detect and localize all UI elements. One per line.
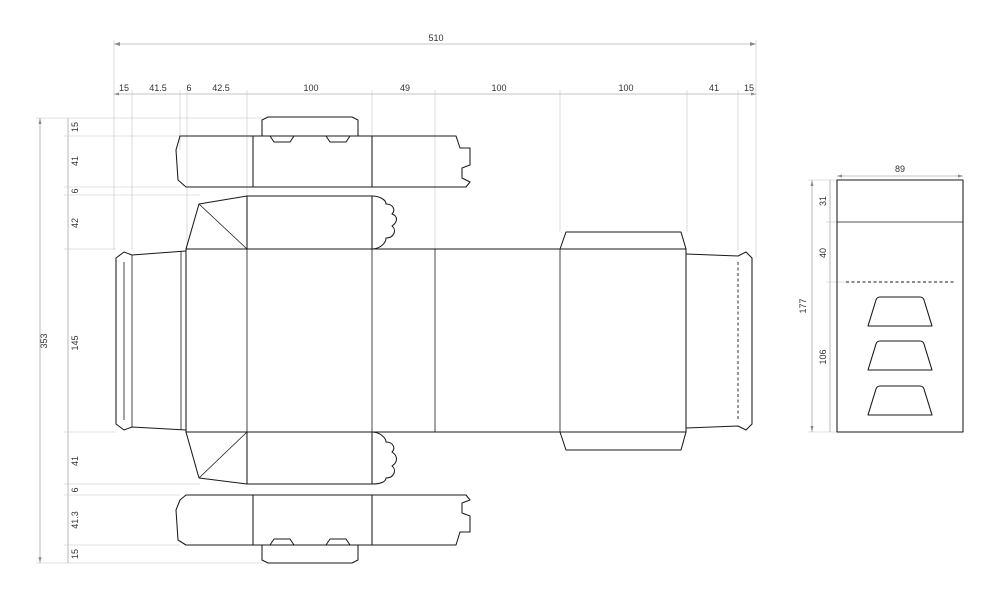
dieline-top-flaps bbox=[175, 116, 471, 250]
width-label-10: 15 bbox=[744, 83, 754, 93]
window-cutout-2 bbox=[867, 340, 933, 371]
height-label-7: 6 bbox=[70, 487, 80, 492]
height-label-6: 41 bbox=[70, 456, 80, 466]
front-height-label: 177 bbox=[798, 298, 808, 313]
width-label-5: 100 bbox=[303, 83, 318, 93]
dieline-body bbox=[115, 231, 753, 451]
width-label-8: 100 bbox=[618, 83, 633, 93]
front-view: 89 177 31 40 106 bbox=[798, 164, 964, 433]
dieline-bottom-flaps bbox=[175, 431, 471, 564]
height-label-2: 41 bbox=[70, 156, 80, 166]
window-cutout-3 bbox=[867, 385, 933, 416]
height-label-1: 15 bbox=[70, 122, 80, 132]
width-label-7: 100 bbox=[491, 83, 506, 93]
height-label-5: 145 bbox=[70, 335, 80, 350]
top-dimensions: 510 15 41.5 6 42.5 100 49 100 100 41 15 bbox=[113, 33, 757, 258]
height-label-4: 42 bbox=[70, 218, 80, 228]
overall-width-label: 510 bbox=[428, 33, 443, 43]
width-label-4: 42.5 bbox=[212, 83, 230, 93]
height-label-3: 6 bbox=[70, 188, 80, 193]
front-segment-label-2: 40 bbox=[818, 248, 828, 258]
front-width-label: 89 bbox=[895, 164, 905, 174]
width-label-2: 41.5 bbox=[149, 83, 167, 93]
overall-height-label: 353 bbox=[39, 333, 49, 348]
window-cutout-1 bbox=[867, 296, 933, 327]
left-dimensions: 353 15 41 6 42 145 41 6 41.3 15 bbox=[36, 117, 262, 564]
front-segment-label-3: 106 bbox=[818, 349, 828, 364]
height-label-9: 15 bbox=[70, 549, 80, 559]
front-segment-label-1: 31 bbox=[818, 196, 828, 206]
width-label-1: 15 bbox=[119, 83, 129, 93]
width-label-9: 41 bbox=[709, 83, 719, 93]
width-label-3: 6 bbox=[186, 83, 191, 93]
width-label-6: 49 bbox=[400, 83, 410, 93]
height-label-8: 41.3 bbox=[70, 511, 80, 529]
